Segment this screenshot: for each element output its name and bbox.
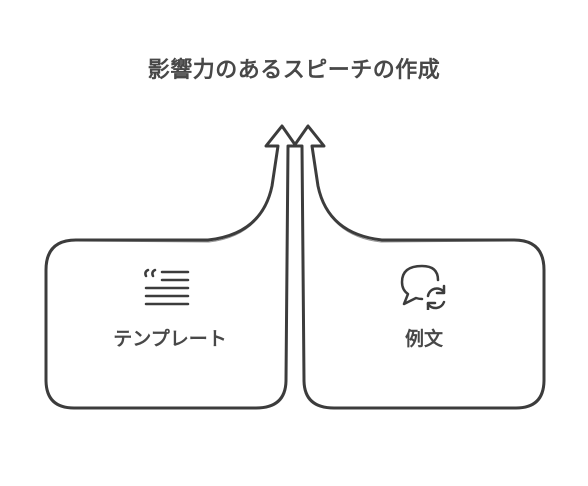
template-arrow-shape — [44, 124, 298, 410]
template-label: テンプレート — [113, 328, 227, 350]
example-chat-icon — [400, 264, 446, 310]
example-arrow-shape — [292, 124, 546, 410]
diagram-title: 影響力のあるスピーチの作成 — [147, 58, 441, 83]
example-label: 例文 — [404, 328, 443, 350]
template-icon — [144, 268, 190, 306]
